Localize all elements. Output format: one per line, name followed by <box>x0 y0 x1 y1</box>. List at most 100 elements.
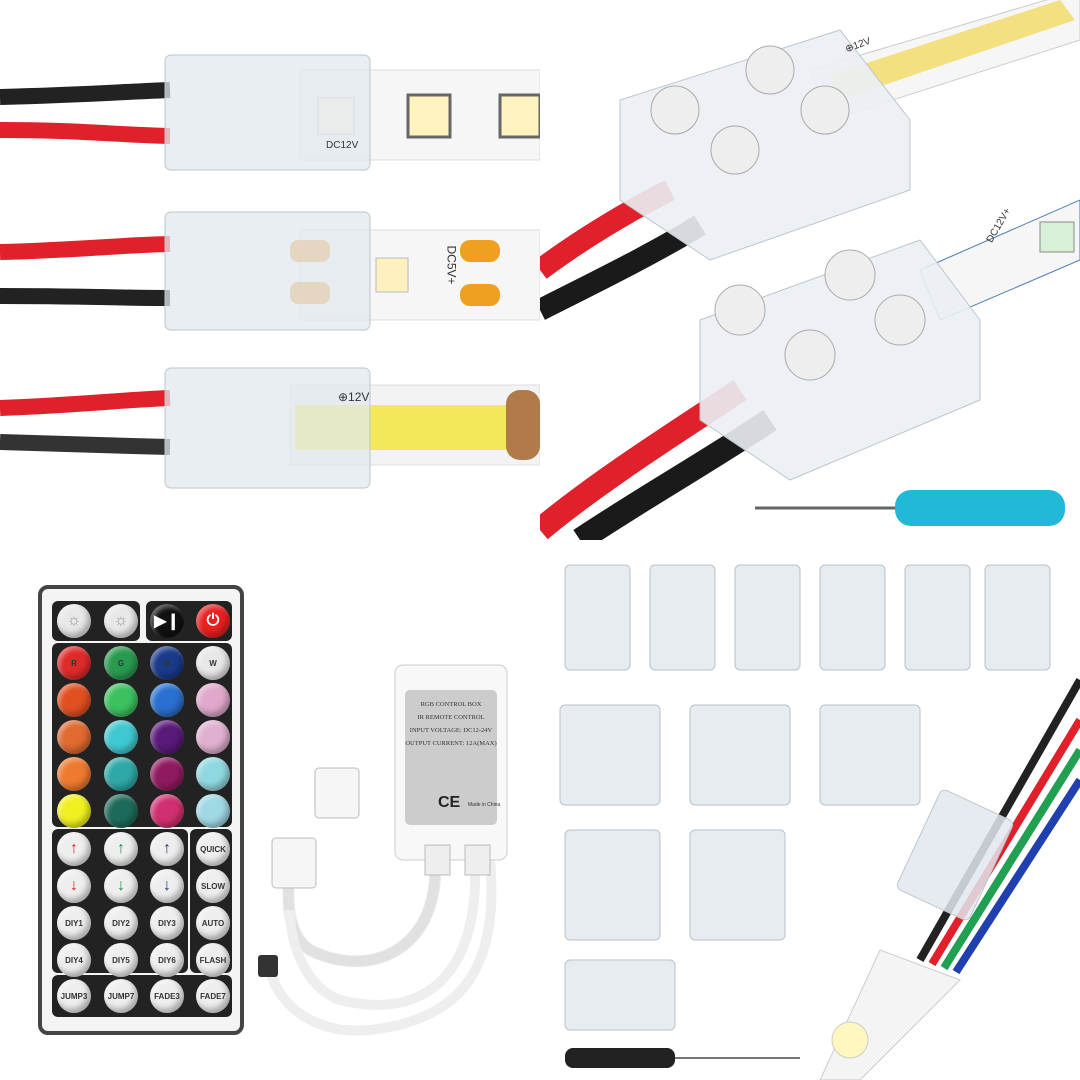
color-button[interactable] <box>57 683 91 717</box>
color-button[interactable] <box>150 683 184 717</box>
increase-button[interactable]: ↑ <box>150 832 184 866</box>
diy1-button[interactable]: DIY1 <box>57 906 91 940</box>
color-button[interactable] <box>196 683 230 717</box>
play-pause-button-label: ▶❙ <box>154 613 180 630</box>
connector-panel-top-right: ⊕12V DC12V+ <box>540 0 1080 540</box>
color-button[interactable] <box>104 757 138 791</box>
decrease-button[interactable]: ↓ <box>150 869 184 903</box>
flash-button[interactable]: FLASH <box>196 943 230 977</box>
clip-connector <box>559 704 661 806</box>
color-button[interactable] <box>150 794 184 828</box>
slow-button-label: SLOW <box>201 881 225 891</box>
color-button[interactable] <box>196 794 230 828</box>
decrease-button-label: ↓ <box>163 877 171 894</box>
color-button[interactable] <box>57 720 91 754</box>
black-wire <box>0 434 171 455</box>
clip-connector <box>819 704 921 806</box>
auto-button-label: AUTO <box>201 918 225 928</box>
slow-button[interactable]: SLOW <box>196 869 230 903</box>
brightness-up-button[interactable]: ☼ <box>57 604 91 638</box>
clip-connector <box>984 564 1051 671</box>
color-button[interactable] <box>57 794 91 828</box>
solder-pad <box>506 390 540 460</box>
rgb-female-connector <box>271 837 317 889</box>
power-button-label: ⏻ <box>206 612 220 629</box>
play-pause-button[interactable]: ▶❙ <box>150 604 184 638</box>
spec-line: INPUT VOLTAGE: DC12-24V <box>409 727 493 734</box>
rgb-led-strip <box>819 949 961 1080</box>
made-in-label: Made in China <box>468 802 501 808</box>
screwdriver-handle <box>565 1048 675 1068</box>
auto-button[interactable]: AUTO <box>196 906 230 940</box>
increase-button-label: ↑ <box>117 840 125 857</box>
diy2-button[interactable]: DIY2 <box>104 906 138 940</box>
connectors-illustration <box>0 54 540 489</box>
increase-button-label: ↑ <box>70 840 78 857</box>
control-box-illustration: RGB CONTROL BOX IR REMOTE CONTROL INPUT … <box>250 650 540 1040</box>
color-button[interactable] <box>104 683 138 717</box>
ir-receiver <box>258 955 278 977</box>
color-button-label: G <box>117 658 125 668</box>
diy5-button[interactable]: DIY5 <box>104 943 138 977</box>
black-wire <box>0 82 171 105</box>
diy4-button[interactable]: DIY4 <box>57 943 91 977</box>
brightness-up-button-label: ☼ <box>66 612 82 629</box>
color-button[interactable] <box>104 794 138 828</box>
color-button-label: W <box>209 658 217 668</box>
increase-button[interactable]: ↑ <box>104 832 138 866</box>
control-box-label <box>405 690 497 825</box>
quick-button[interactable]: QUICK <box>196 832 230 866</box>
fade3-button[interactable]: FADE3 <box>150 979 184 1013</box>
cable <box>283 849 441 967</box>
screw <box>710 125 760 175</box>
color-button[interactable]: G <box>104 646 138 680</box>
jump3-button[interactable]: JUMP3 <box>57 979 91 1013</box>
black-wire <box>0 288 171 306</box>
diy6-button[interactable]: DIY6 <box>150 943 184 977</box>
brightness-down-button[interactable]: ☼ <box>104 604 138 638</box>
connector-panel-top-left: DC12V DC5V+ ⊕12V <box>0 0 540 540</box>
jump7-button-label: JUMP7 <box>107 991 135 1001</box>
color-button-label: R <box>71 658 77 668</box>
clip-connector <box>164 211 371 331</box>
accessory-panel-bottom-right <box>540 540 1080 1080</box>
decrease-button[interactable]: ↓ <box>57 869 91 903</box>
color-button[interactable] <box>150 720 184 754</box>
color-button[interactable]: W <box>196 646 230 680</box>
control-box-spec-text: RGB CONTROL BOX IR REMOTE CONTROL INPUT … <box>405 698 497 750</box>
accessories-illustration <box>559 564 1080 1080</box>
color-button[interactable] <box>196 757 230 791</box>
diy2-button-label: DIY2 <box>112 918 130 928</box>
color-button-label: B <box>164 658 170 668</box>
jump3-button-label: JUMP3 <box>60 991 88 1001</box>
strip-voltage-label: ⊕12V <box>338 390 370 404</box>
decrease-button[interactable]: ↓ <box>104 869 138 903</box>
fade7-button-label: FADE7 <box>200 991 226 1001</box>
color-button[interactable]: R <box>57 646 91 680</box>
clip-connector <box>164 367 371 489</box>
led-chip <box>375 257 409 293</box>
fade7-button[interactable]: FADE7 <box>196 979 230 1013</box>
screwdriver-handle <box>895 490 1065 526</box>
color-button[interactable] <box>196 720 230 754</box>
clip-connector <box>689 704 791 806</box>
rgb-female-connector <box>314 767 360 819</box>
screw <box>714 284 766 336</box>
ce-mark: CE <box>438 794 461 811</box>
jump7-button[interactable]: JUMP7 <box>104 979 138 1013</box>
color-button[interactable] <box>57 757 91 791</box>
screw <box>824 249 876 301</box>
color-button[interactable]: B <box>150 646 184 680</box>
green-wire <box>940 747 1080 971</box>
color-button[interactable] <box>104 720 138 754</box>
power-button[interactable]: ⏻ <box>196 604 230 638</box>
solder-pad <box>460 240 500 262</box>
led-chip <box>831 1021 869 1059</box>
increase-button[interactable]: ↑ <box>57 832 91 866</box>
clip-connector <box>564 564 631 671</box>
spec-line: RGB CONTROL BOX <box>420 701 482 708</box>
diy3-button[interactable]: DIY3 <box>150 906 184 940</box>
color-button[interactable] <box>150 757 184 791</box>
spec-line: OUTPUT CURRENT: 12A(MAX) <box>405 740 497 747</box>
led-chip <box>498 93 540 139</box>
